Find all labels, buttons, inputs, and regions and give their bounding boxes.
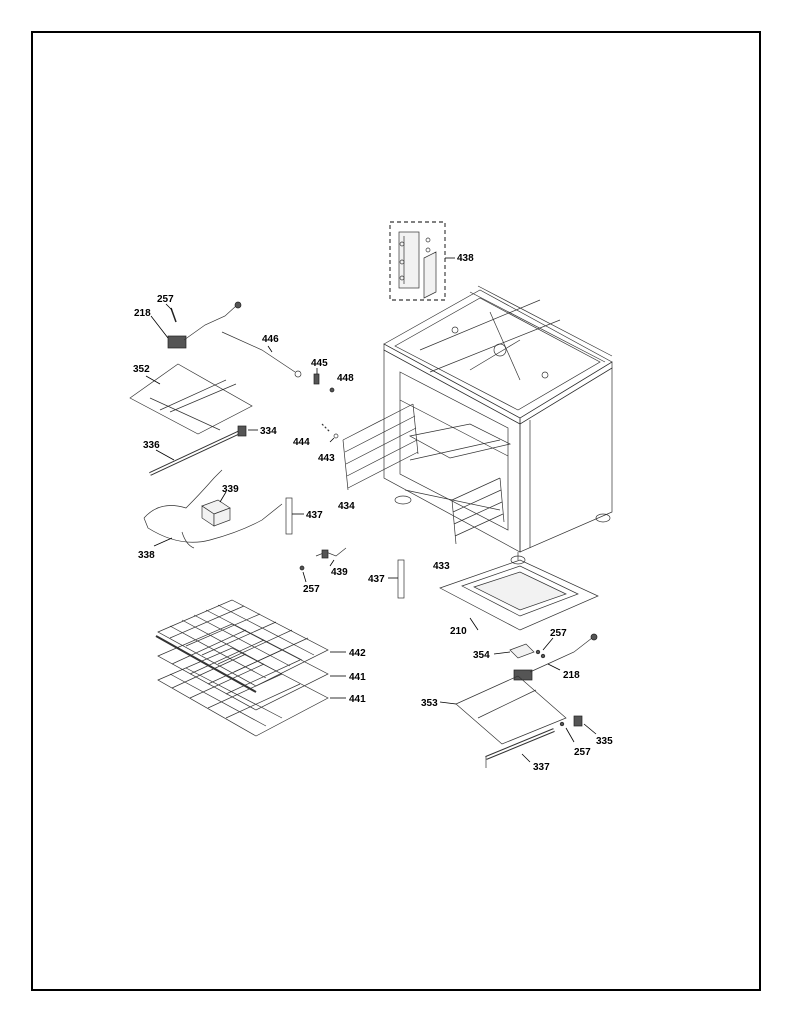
callout-336: 336 [143,440,160,451]
part-257-screw-bottom [559,721,565,727]
oven-cabinet-assembly [383,285,613,565]
part-337-burner-lower [485,728,555,768]
callout-218: 218 [563,670,580,681]
part-352-upper-baffle [129,363,253,435]
callout-437: 437 [368,574,385,585]
callout-339: 339 [222,484,239,495]
callout-352: 352 [133,364,150,375]
part-336-burner-tube [149,430,241,476]
callout-335: 335 [596,736,613,747]
part-335-orifice [573,715,583,727]
part-438-bracket-kit [389,221,446,301]
callout-439: 439 [331,567,348,578]
callout-441: 441 [349,672,366,683]
part-433-rack-support-right [451,477,505,545]
part-446-wire [221,331,302,378]
part-441-rack-lower [157,647,329,737]
page-border [31,31,761,991]
part-448-screw [329,387,335,393]
part-354-bracket [509,643,535,659]
callout-445: 445 [311,358,328,369]
part-442-gliding-rack [155,599,329,693]
callout-257: 257 [574,747,591,758]
callout-218: 218 [134,308,151,319]
callout-444: 444 [293,437,310,448]
callout-353: 353 [421,698,438,709]
callout-433: 433 [433,561,450,572]
part-445-fitting [313,373,320,385]
part-439-valve [315,547,347,559]
part-257-screw-lower [535,649,546,659]
callout-354: 354 [473,650,490,661]
callout-257: 257 [550,628,567,639]
callout-337: 337 [533,762,550,773]
part-339-valve-block [201,499,231,527]
part-218-igniter-top [167,301,242,349]
part-441-rack-upper [157,623,329,711]
callout-442: 442 [349,648,366,659]
callout-257: 257 [303,584,320,595]
part-218-igniter-bottom [513,633,598,681]
callout-446: 446 [262,334,279,345]
part-434-rack-support-left [342,403,419,491]
part-257-screw-mid [299,565,305,571]
part-443-clip [333,433,339,439]
callout-448: 448 [337,373,354,384]
part-334-orifice [237,425,247,437]
part-437-strip-right [397,559,405,599]
part-338-gas-tubing [143,469,283,549]
part-353-lower-baffle [455,675,567,745]
part-444-screw [321,423,331,433]
callout-443: 443 [318,453,335,464]
callout-437: 437 [306,510,323,521]
callout-441: 441 [349,694,366,705]
part-257-screw-top [170,307,177,323]
callout-257: 257 [157,294,174,305]
callout-334: 334 [260,426,277,437]
callout-210: 210 [450,626,467,637]
part-437-strip-left [285,497,293,535]
callout-434: 434 [338,501,355,512]
part-210-bottom-panel [439,559,599,631]
callout-338: 338 [138,550,155,561]
callout-438: 438 [457,253,474,264]
